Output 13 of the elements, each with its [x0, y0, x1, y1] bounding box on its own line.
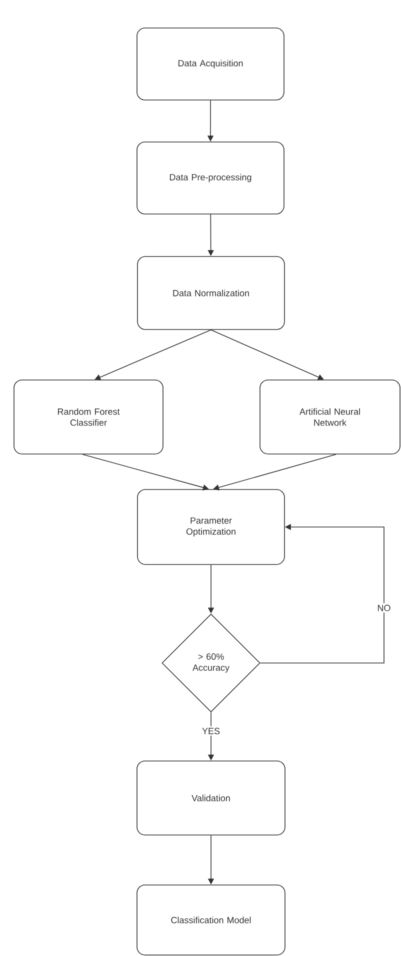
process-box: Classification Model	[136, 884, 286, 956]
edge-label: NO	[378, 604, 390, 612]
arrow	[213, 454, 336, 490]
process-box: Data Acquisition	[136, 28, 284, 100]
process-box: Data Normalization	[137, 256, 285, 330]
process-box: Parameter Optimization	[137, 489, 285, 565]
process-box: Artificial Neural Network	[260, 380, 400, 454]
arrow	[94, 330, 212, 380]
process-box: Validation	[136, 760, 286, 836]
process-box: Data Pre-processing	[136, 142, 284, 214]
process-box: Random Forest Classifier	[14, 380, 164, 454]
edge-label: YES	[202, 728, 220, 734]
arrow	[82, 454, 209, 490]
